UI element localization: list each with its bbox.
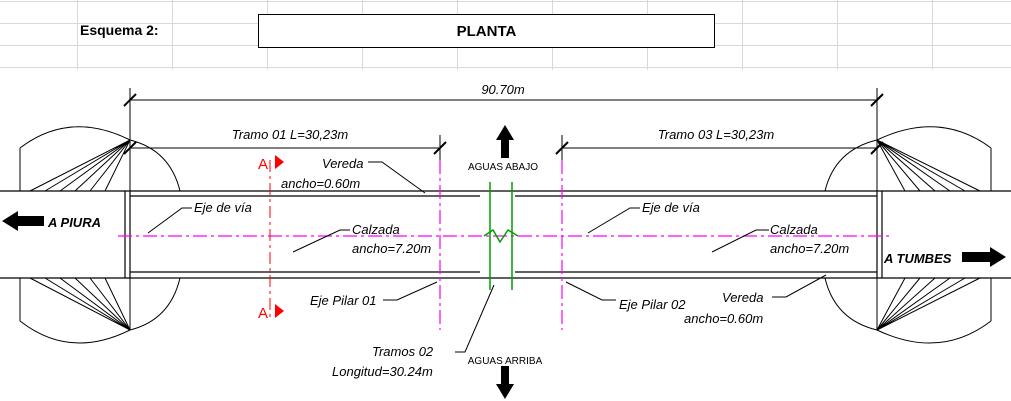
calzada-right-label: Calzada — [770, 222, 818, 237]
eje-pilar-1-label: Eje Pilar 01 — [310, 293, 376, 308]
vereda-right-label: Vereda — [722, 290, 763, 305]
vereda-left-label: Vereda — [322, 156, 363, 171]
bridge-deck-outline — [0, 190, 1011, 279]
to-piura-arrow-icon — [2, 211, 44, 231]
section-arrow-bottom-icon — [275, 304, 284, 318]
flow-arrow-down-icon — [496, 366, 514, 399]
span-dimensions — [123, 135, 884, 160]
to-piura-label: A PIURA — [47, 215, 101, 230]
tramos-02-length: Longitud=30.24m — [332, 364, 433, 379]
section-marker-bottom: A — [258, 305, 268, 322]
left-abutment — [19, 126, 181, 344]
page-title: PLANTA — [258, 14, 715, 48]
span-3-label: Tramo 03 L=30,23m — [658, 127, 775, 142]
total-length-dimension — [123, 88, 884, 150]
eje-pilar-2-label: Eje Pilar 02 — [619, 297, 686, 312]
aguas-abajo-label: AGUAS ABAJO — [468, 162, 538, 173]
right-abutment — [824, 126, 992, 344]
section-marker-top: A — [258, 156, 268, 173]
calzada-right-width: ancho=7.20m — [770, 241, 849, 256]
span-1-label: Tramo 01 L=30,23m — [232, 127, 349, 142]
leader-lines — [147, 161, 827, 353]
flow-arrow-up-icon — [496, 125, 514, 158]
calzada-left-label: Calzada — [352, 222, 400, 237]
total-length-label: 90.70m — [481, 82, 525, 97]
tramos-02-label: Tramos 02 — [372, 344, 434, 359]
scheme-label: Esquema 2: — [80, 22, 159, 38]
vereda-left-width: ancho=0.60m — [281, 176, 360, 191]
aguas-arriba-label: AGUAS ARRIBA — [468, 356, 543, 367]
midspan-break — [483, 182, 519, 290]
section-arrow-top-icon — [275, 155, 284, 169]
to-tumbes-label: A TUMBES — [883, 251, 952, 266]
to-tumbes-arrow-icon — [962, 247, 1006, 267]
calzada-left-width: ancho=7.20m — [352, 241, 431, 256]
vereda-right-width: ancho=0.60m — [684, 311, 763, 326]
eje-via-left-label: Eje de vía — [194, 200, 252, 215]
eje-via-right-label: Eje de vía — [642, 200, 700, 215]
